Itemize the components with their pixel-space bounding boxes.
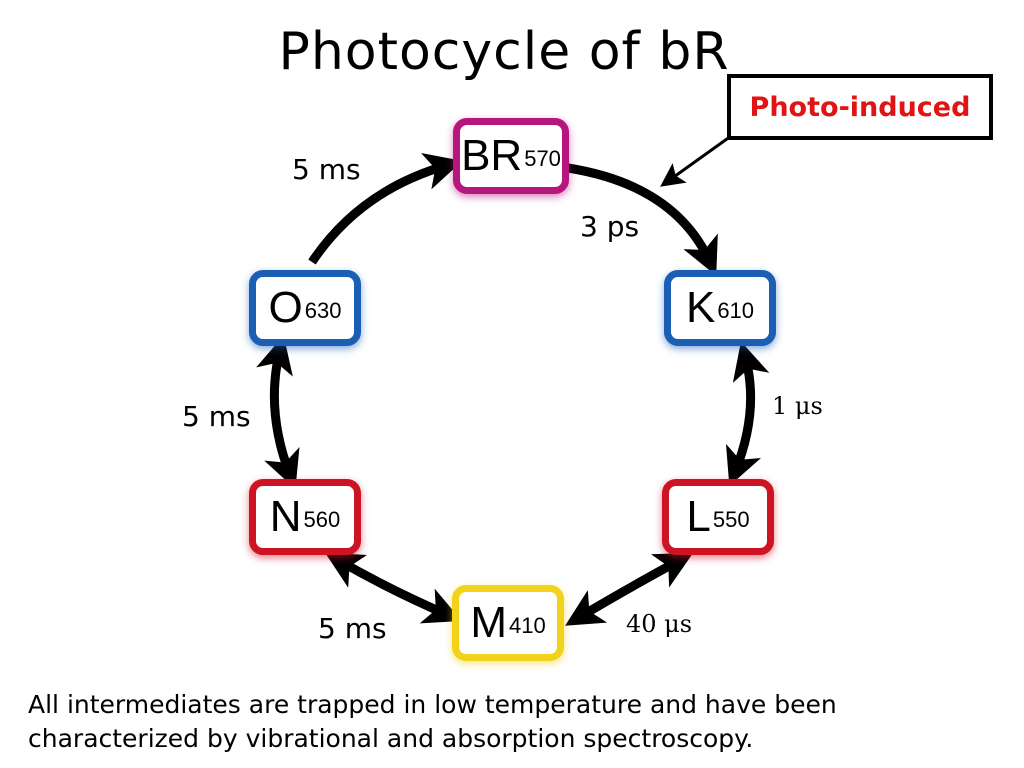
arrow-k-to-l	[725, 341, 770, 487]
callout-label: Photo-induced	[749, 91, 971, 123]
state-symbol: M	[470, 598, 507, 647]
state-symbol: BR	[461, 131, 523, 180]
rate-br-to-k: 3 ps	[580, 210, 640, 243]
arrow-m-to-n	[324, 552, 462, 624]
rate-m-to-n: 5 ms	[318, 612, 387, 645]
photo-induced-callout: Photo-induced	[727, 74, 993, 140]
state-symbol: N	[269, 492, 302, 541]
arrow-l-to-m	[565, 552, 694, 626]
rate-l-to-m: 40 μs	[626, 610, 693, 638]
state-wavelength: 630	[304, 298, 342, 323]
slide-title: Photocycle of bR	[278, 22, 730, 82]
state-wavelength: 610	[717, 298, 755, 323]
arrow-br-to-k	[567, 163, 718, 276]
rate-o-to-br: 5 ms	[292, 153, 361, 186]
state-symbol: L	[686, 492, 711, 541]
state-wavelength: 560	[303, 507, 341, 532]
state-symbol: K	[685, 283, 716, 332]
state-wavelength: 550	[712, 507, 750, 532]
footnote-text: All intermediates are trapped in low tem…	[28, 690, 837, 753]
state-wavelength: 570	[524, 146, 561, 171]
state-symbol: O	[268, 283, 303, 332]
rate-k-to-l: 1 μs	[772, 392, 823, 420]
rate-n-to-o: 5 ms	[182, 400, 251, 433]
arrow-o-to-br	[308, 153, 463, 265]
arrow-n-to-o	[256, 335, 300, 490]
state-wavelength: 410	[508, 613, 546, 638]
